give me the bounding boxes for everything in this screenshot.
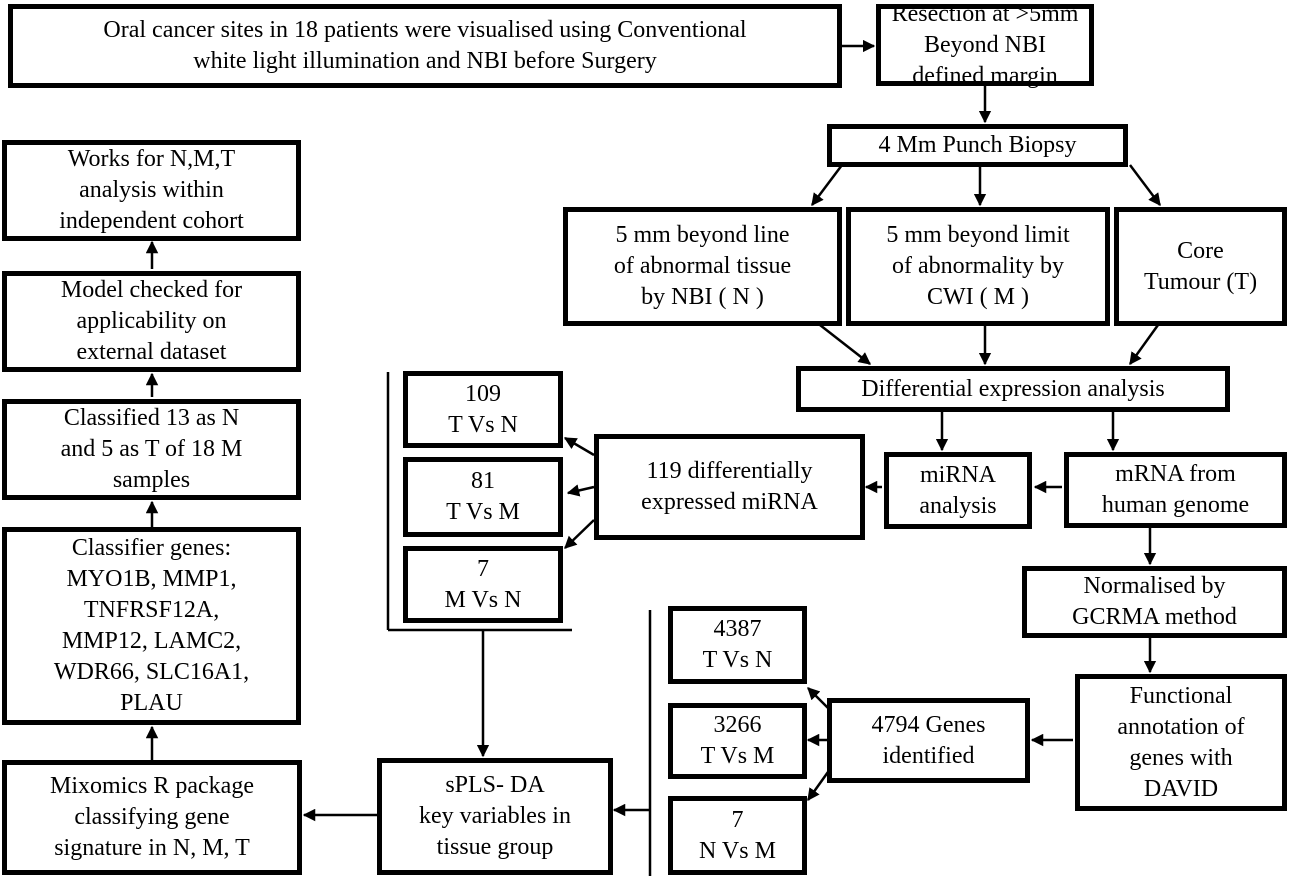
arrow-119-to-tvm — [566, 484, 595, 497]
box-nbi-n: 5 mm beyond line of abnormal tissue by N… — [563, 207, 842, 326]
box-model-checked: Model checked for applicability on exter… — [2, 271, 301, 372]
box-classified-13: Classified 13 as N and 5 as T of 18 M sa… — [2, 399, 301, 500]
box-classifier-genes: Classifier genes: MYO1B, MMP1, TNFRSF12A… — [2, 527, 301, 725]
box-mirna-analysis: miRNA analysis — [884, 452, 1032, 529]
box-functional-annotation: Functional annotation of genes with DAVI… — [1075, 674, 1287, 811]
arrow-biopsy-to-core — [1129, 164, 1161, 206]
box-genes-t-vs-n: 4387 T Vs N — [668, 606, 807, 684]
box-works-for-nmt: Works for N,M,T analysis within independ… — [2, 140, 301, 241]
arrow-genes-to-tvn — [807, 687, 829, 709]
box-core-tumour: Core Tumour (T) — [1114, 207, 1287, 326]
box-119-mirna: 119 differentially expressed miRNA — [594, 434, 865, 540]
box-mirna-t-vs-n: 109 T Vs N — [403, 371, 563, 448]
box-cwi-m: 5 mm beyond limit of abnormality by CWI … — [846, 207, 1110, 326]
box-mixomics: Mixomics R package classifying gene sign… — [2, 760, 302, 875]
box-normalised-gcrma: Normalised by GCRMA method — [1022, 566, 1287, 638]
box-mrna-human-genome: mRNA from human genome — [1064, 452, 1287, 528]
box-4794-genes: 4794 Genes identified — [827, 698, 1030, 783]
box-genes-t-vs-m: 3266 T Vs M — [668, 703, 807, 779]
box-punch-biopsy: 4 Mm Punch Biopsy — [827, 124, 1128, 167]
box-resection: Resection at >5mm Beyond NBI defined mar… — [876, 1, 1094, 89]
box-splsda: sPLS- DA key variables in tissue group — [377, 758, 613, 875]
box-mirna-t-vs-m: 81 T Vs M — [403, 457, 563, 537]
arrow-core-to-dea — [1128, 324, 1160, 366]
arrow-genes-to-nvm — [806, 771, 830, 802]
box-genes-n-vs-m: 7 N Vs M — [668, 796, 807, 875]
arrow-119-to-mvn — [564, 519, 595, 549]
box-mirna-m-vs-n: 7 M Vs N — [403, 546, 563, 623]
box-oral-cancer-sites: Oral cancer sites in 18 patients were vi… — [8, 4, 842, 88]
box-differential-expression: Differential expression analysis — [796, 366, 1230, 412]
arrow-biopsy-to-nbi — [811, 164, 843, 206]
arrow-119-to-tvn — [563, 436, 595, 457]
arrow-nbi-to-dea — [819, 324, 871, 365]
